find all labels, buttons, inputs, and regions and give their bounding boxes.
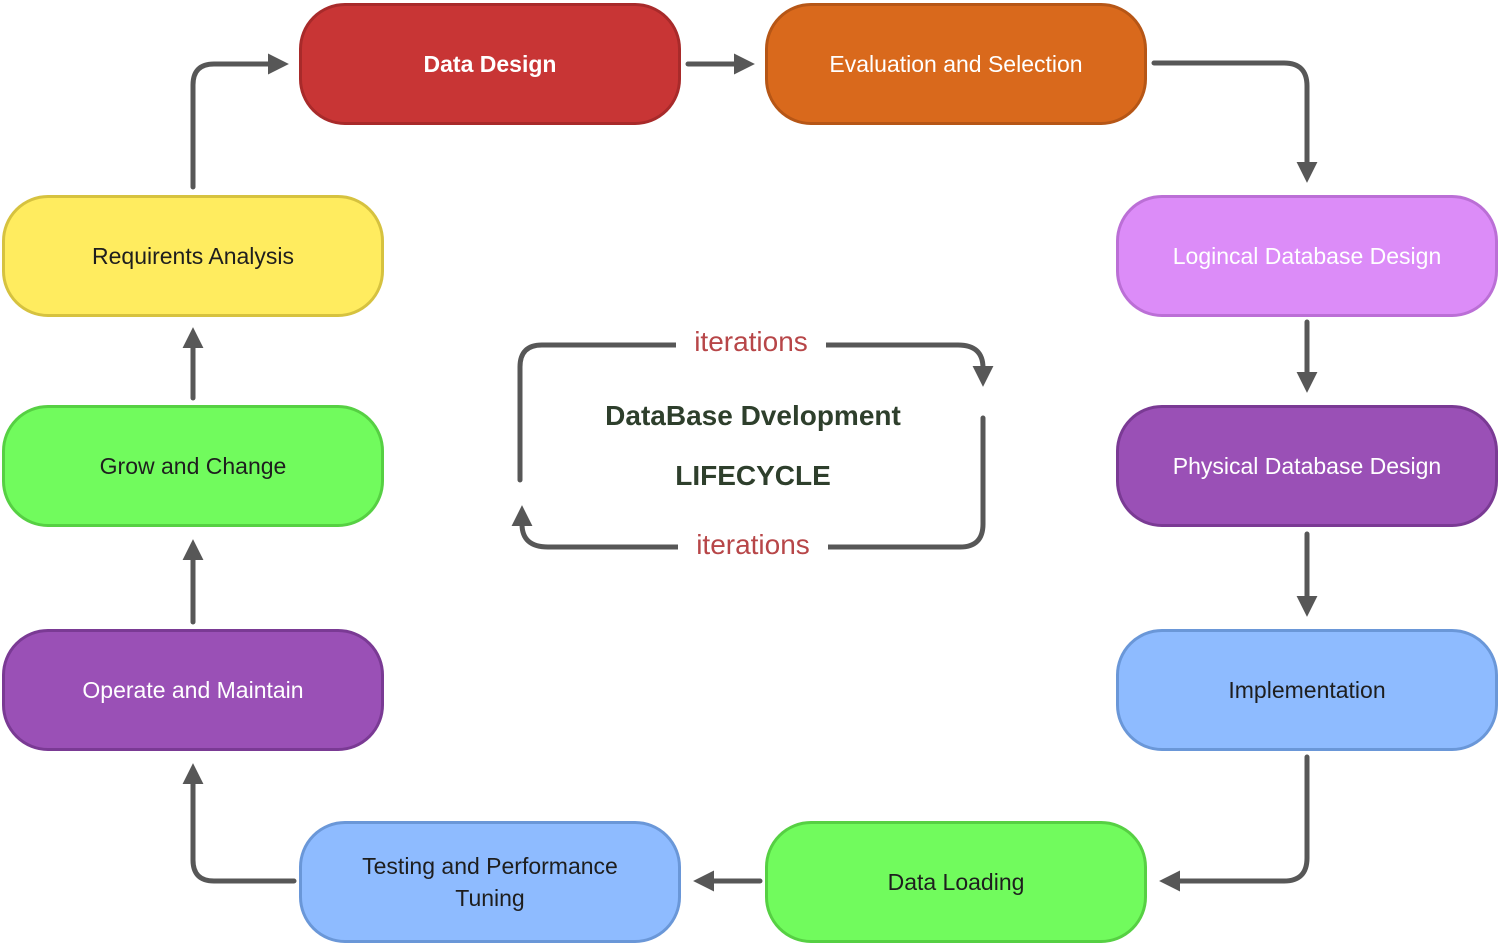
node-logical-database-design[interactable]: Logincal Database Design [1116,195,1498,317]
node-label: Data Design [423,51,557,77]
node-label: Data Loading [887,869,1025,895]
arrow-requirements-to-data-design [190,53,289,190]
arrow-implementation-to-data-loading [1159,754,1310,892]
node-label: Logincal Database Design [1172,243,1442,269]
center-title-line2: LIFECYCLE [675,460,831,491]
node-requirements-analysis[interactable]: Requirents Analysis [2,195,384,317]
iterations-label-top: iterations [676,326,826,358]
node-label: Physical Database Design [1172,453,1442,479]
node-label: Implementation [1228,677,1386,703]
iteration-loop-bottom [511,415,986,550]
node-label: Testing and Performance Tuning [362,853,618,911]
node-implementation[interactable]: Implementation [1116,629,1498,751]
node-label: Operate and Maintain [82,677,304,703]
node-testing-performance-tuning[interactable]: Testing and Performance Tuning [299,821,681,943]
node-label: Evaluation and Selection [829,51,1083,77]
arrow-evaluation-to-logical [1151,60,1318,183]
center-title-line1: DataBase Dvelopment [605,400,901,431]
arrow-testing-to-operate [182,763,297,884]
node-evaluation-selection[interactable]: Evaluation and Selection [765,3,1147,125]
node-physical-database-design[interactable]: Physical Database Design [1116,405,1498,527]
node-operate-maintain[interactable]: Operate and Maintain [2,629,384,751]
node-label: Requirents Analysis [92,243,294,269]
iteration-loop-top [517,342,994,483]
node-label: Grow and Change [99,453,287,479]
node-grow-change[interactable]: Grow and Change [2,405,384,527]
iterations-label-bottom: iterations [678,529,828,561]
node-data-loading[interactable]: Data Loading [765,821,1147,943]
node-data-design[interactable]: Data Design [299,3,681,125]
